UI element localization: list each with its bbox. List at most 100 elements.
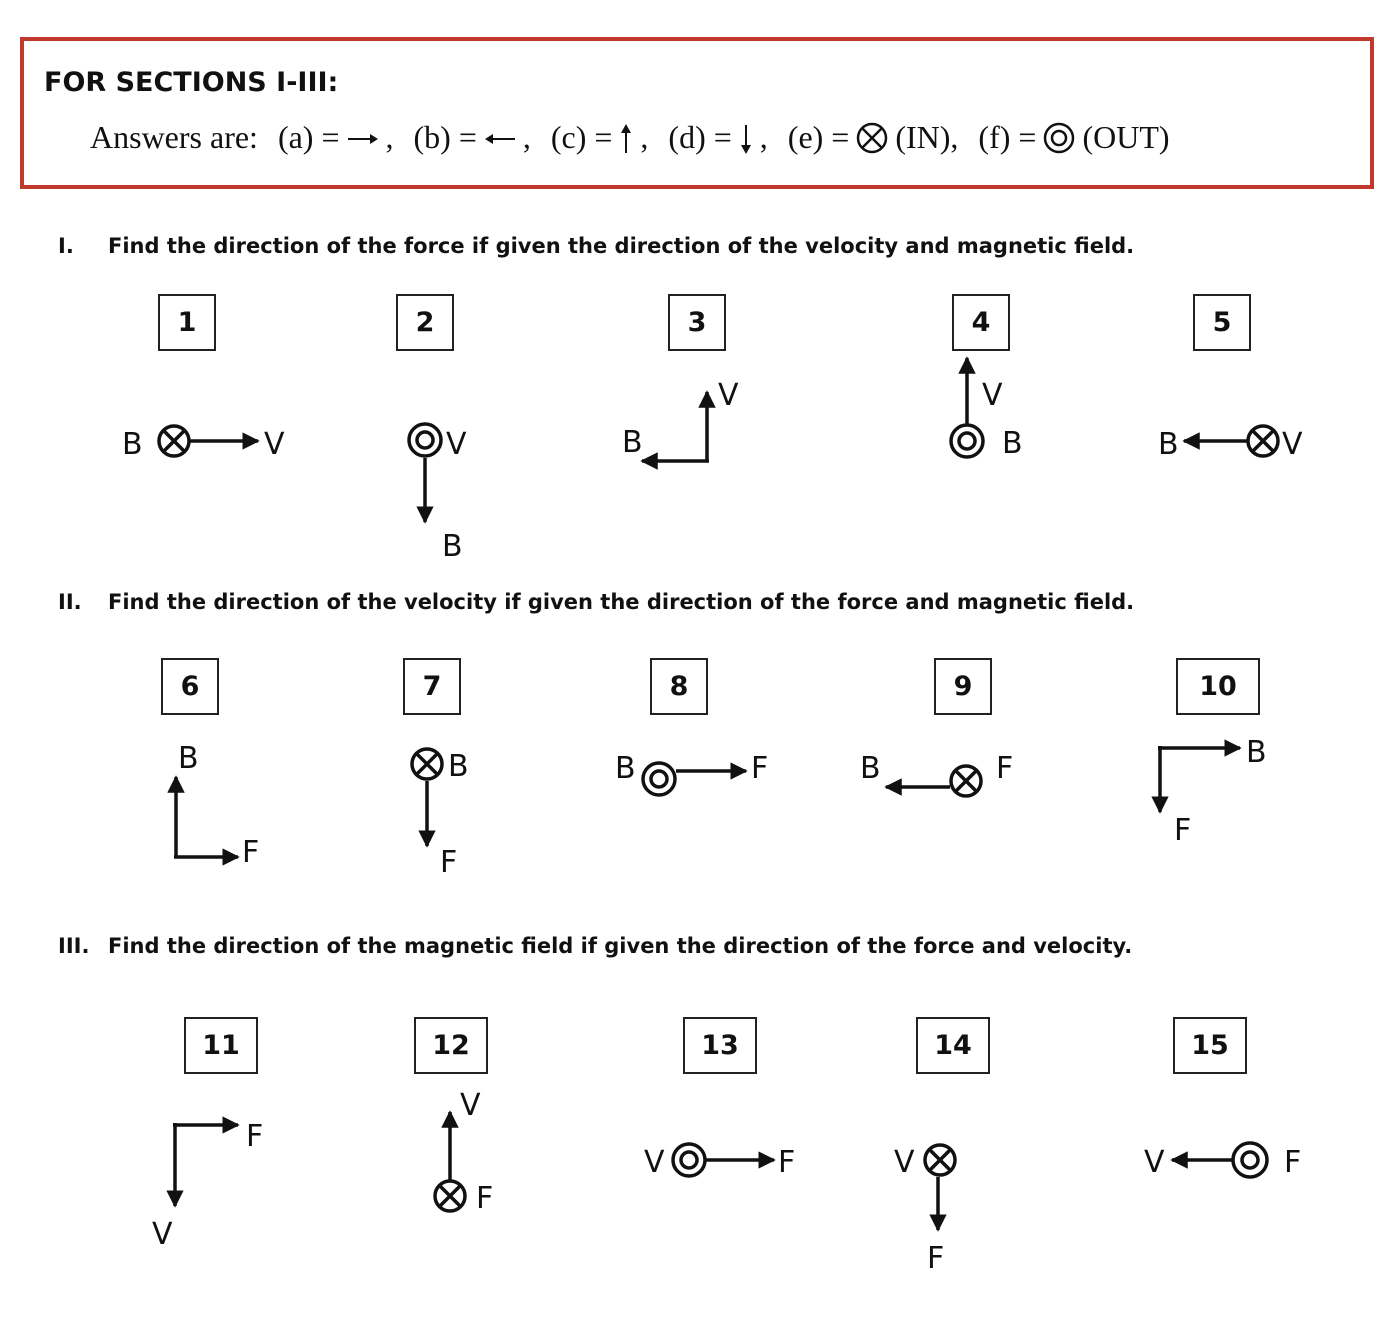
diagram-8 <box>641 761 748 797</box>
section-3-heading: III. Find the direction of the magnetic f… <box>58 934 1132 958</box>
into-page-icon <box>410 747 444 781</box>
question-1-number: 1 <box>158 294 216 351</box>
q5-label-v: V <box>1282 427 1303 462</box>
question-15-number: 15 <box>1173 1017 1247 1074</box>
diagram-15 <box>1170 1141 1269 1179</box>
out-of-page-icon <box>671 1142 707 1178</box>
q13-label-v: V <box>644 1145 665 1180</box>
diagram-14 <box>923 1143 957 1232</box>
q8-label-f: F <box>751 751 768 786</box>
question-3-number: 3 <box>668 294 726 351</box>
into-page-icon <box>949 764 983 798</box>
question-11-number: 11 <box>184 1017 258 1074</box>
section-1-number: I. <box>58 234 74 258</box>
question-2-number: 2 <box>396 294 454 351</box>
question-5-number: 5 <box>1193 294 1251 351</box>
q5-label-b: B <box>1158 427 1179 462</box>
diagram-9 <box>884 764 983 798</box>
q10-label-f: F <box>1174 813 1191 848</box>
q11-label-f: F <box>246 1119 263 1154</box>
q2-label-v: V <box>446 427 467 462</box>
section-2-heading: II. Find the direction of the velocity if… <box>58 590 1134 614</box>
answer-box-title: FOR SECTIONS I-III: <box>44 67 339 98</box>
answer-a: (a) = , <box>278 119 394 156</box>
question-10-number: 10 <box>1176 658 1260 715</box>
diagram-13 <box>671 1142 776 1178</box>
q12-label-f: F <box>476 1181 493 1216</box>
answer-a-suffix: , <box>385 119 394 155</box>
q9-label-f: F <box>996 751 1013 786</box>
question-12-number: 12 <box>414 1017 488 1074</box>
q15-label-v: V <box>1144 1145 1165 1180</box>
arrow-right-icon <box>347 133 378 144</box>
answer-b: (b) = , <box>414 119 531 156</box>
diagram-11 <box>166 1116 240 1208</box>
q3-label-b: B <box>622 425 643 460</box>
q6-label-b: B <box>178 741 199 776</box>
q8-label-b: B <box>615 751 636 786</box>
q4-label-v: V <box>982 378 1003 413</box>
out-of-page-icon <box>1231 1141 1269 1179</box>
q11-label-v: V <box>152 1217 173 1252</box>
diagram-1 <box>157 424 260 458</box>
into-page-icon <box>433 1179 467 1213</box>
q6-label-f: F <box>242 835 259 870</box>
answer-e-suffix: (IN), <box>895 119 959 155</box>
question-13-number: 13 <box>683 1017 757 1074</box>
diagram-2 <box>407 422 443 524</box>
q15-label-f: F <box>1284 1145 1301 1180</box>
q12-label-v: V <box>460 1088 481 1123</box>
q1-label-b: B <box>122 427 143 462</box>
q7-label-f: F <box>440 845 457 880</box>
into-page-icon <box>857 122 888 153</box>
section-2-text: Find the direction of the velocity if gi… <box>108 590 1135 614</box>
answer-f-suffix: (OUT) <box>1082 119 1170 155</box>
section-1-text: Find the direction of the force if given… <box>108 234 1135 258</box>
diagram-7 <box>410 747 444 848</box>
answer-key-box: FOR SECTIONS I-III: Answers are: (a) = ,… <box>20 37 1374 189</box>
question-7-number: 7 <box>403 658 461 715</box>
q9-label-b: B <box>860 751 881 786</box>
q7-label-b: B <box>448 749 469 784</box>
answer-c-suffix: , <box>640 119 649 155</box>
q4-label-b: B <box>1002 426 1023 461</box>
out-of-page-icon <box>641 761 677 797</box>
into-page-icon <box>1246 424 1280 458</box>
diagram-10 <box>1151 739 1242 814</box>
answer-e: (e) = (IN), <box>788 119 959 156</box>
q1-label-v: V <box>264 427 285 462</box>
answer-c-label: (c) = <box>550 119 613 155</box>
section-3-text: Find the direction of the magnetic field… <box>108 934 1133 958</box>
question-9-number: 9 <box>934 658 992 715</box>
q2-label-b: B <box>442 529 463 564</box>
answer-f: (f) = (OUT) <box>978 119 1169 156</box>
diagram-12 <box>433 1110 467 1213</box>
arrow-left-icon <box>484 133 515 144</box>
out-of-page-icon <box>1044 122 1075 153</box>
answer-e-label: (e) = <box>787 119 850 155</box>
q14-label-f: F <box>927 1241 944 1276</box>
q10-label-b: B <box>1246 735 1267 770</box>
arrow-up-icon <box>621 123 632 153</box>
answer-b-suffix: , <box>522 119 531 155</box>
question-14-number: 14 <box>916 1017 990 1074</box>
out-of-page-icon <box>407 422 443 458</box>
section-3-number: III. <box>58 934 90 958</box>
question-8-number: 8 <box>650 658 708 715</box>
out-of-page-icon <box>949 423 985 459</box>
diagram-3 <box>640 390 716 470</box>
answer-f-label: (f) = <box>978 119 1037 155</box>
into-page-icon <box>923 1143 957 1177</box>
section-2-number: II. <box>58 590 82 614</box>
answers-prefix: Answers are: <box>90 119 258 155</box>
answer-d-suffix: , <box>759 119 768 155</box>
section-1-heading: I. Find the direction of the force if giv… <box>58 234 1134 258</box>
answer-c: (c) = , <box>551 119 649 156</box>
answer-list: Answers are: (a) = , (b) = , (c) = , (d)… <box>90 119 1170 156</box>
q14-label-v: V <box>894 1145 915 1180</box>
diagram-5 <box>1182 424 1280 458</box>
arrow-down-icon <box>740 124 751 154</box>
answer-b-label: (b) = <box>413 119 477 155</box>
q13-label-f: F <box>778 1145 795 1180</box>
